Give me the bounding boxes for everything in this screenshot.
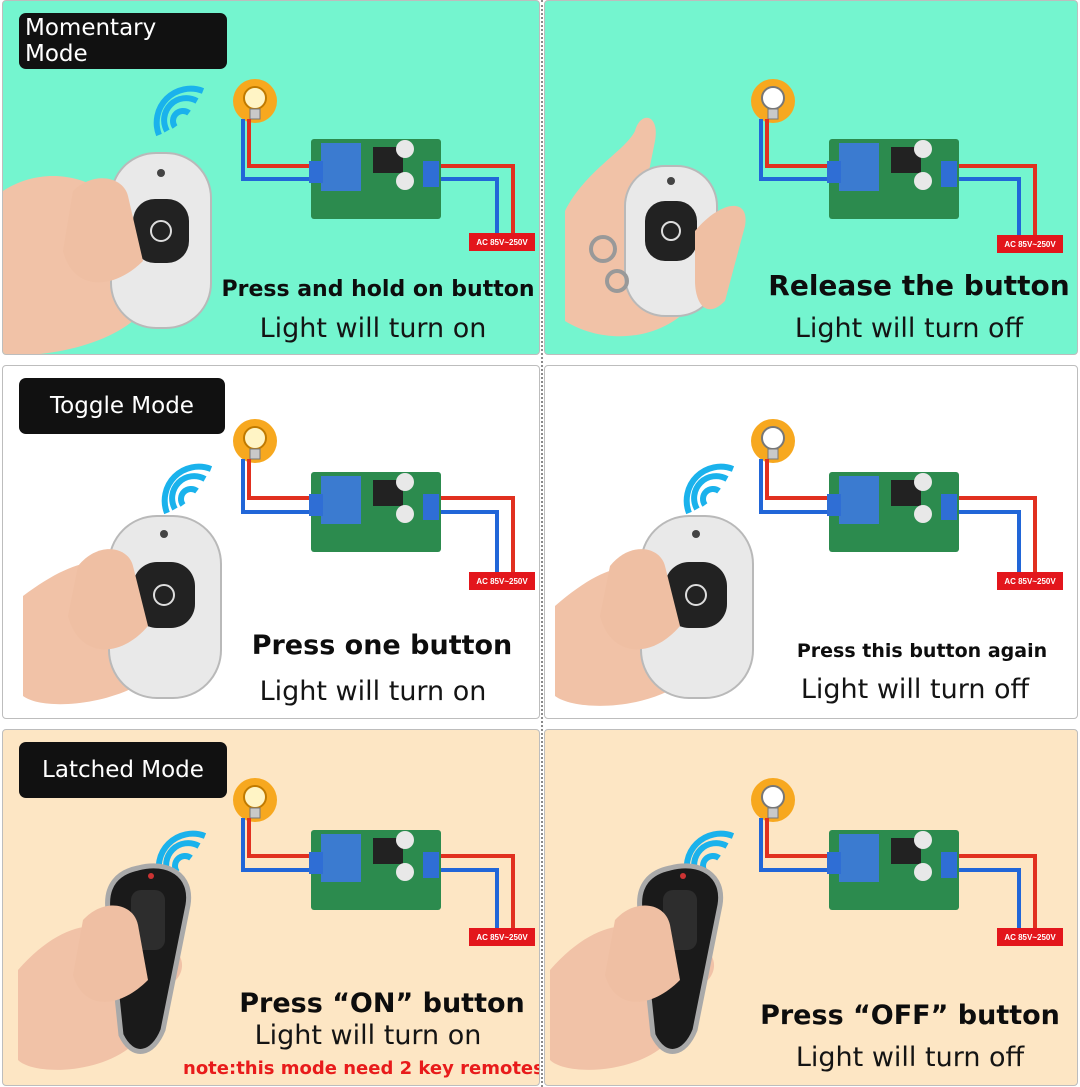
- ac-label: AC 85V~250V: [1004, 577, 1056, 586]
- instruction-subtitle: Light will turn on: [259, 313, 487, 344]
- remote-control-icon: [589, 165, 718, 317]
- light-bulb-icon: [233, 419, 277, 463]
- momentary-release-panel: AC 85V~250V Release the button Light wil…: [544, 0, 1078, 355]
- ac-label: AC 85V~250V: [1004, 933, 1056, 942]
- requirement-note: note:this mode need 2 key remotes: [183, 1058, 540, 1079]
- mode-label: Momentary Mode: [19, 13, 227, 69]
- ac-label: AC 85V~250V: [476, 933, 528, 942]
- center-divider: [541, 0, 543, 1087]
- ac-label: AC 85V~250V: [476, 577, 528, 586]
- latched-on-illustration: AC 85V~250V: [18, 778, 535, 1070]
- instruction-title: Press “ON” button: [239, 988, 525, 1019]
- toggle-on-panel: Toggle Mode: [2, 365, 540, 719]
- toggle-on-illustration: AC 85V~250V: [23, 419, 535, 705]
- instruction-subtitle: Light will turn off: [800, 674, 1030, 705]
- instruction-title: Press and hold on button: [221, 277, 535, 302]
- latched-off-panel: AC 85V~250V Press “OFF” button Light wil…: [544, 729, 1078, 1086]
- toggle-off-panel: AC 85V~250V Press this button again Ligh…: [544, 365, 1078, 719]
- mode-label: Toggle Mode: [19, 378, 225, 434]
- relay-board-icon: [309, 830, 441, 910]
- relay-board-icon: [827, 830, 959, 910]
- ac-power-label: AC 85V~250V: [469, 233, 535, 251]
- ac-power-label: AC 85V~250V: [997, 235, 1063, 253]
- ac-label: AC 85V~250V: [1004, 240, 1056, 249]
- light-bulb-icon: [751, 778, 795, 822]
- wifi-signal-icon: [161, 463, 213, 515]
- momentary-press-illustration: AC 85V~250V: [3, 79, 535, 354]
- ac-power-label: AC 85V~250V: [469, 928, 535, 946]
- instruction-title: Press one button: [251, 630, 513, 661]
- wifi-signal-icon: [153, 85, 205, 137]
- light-bulb-icon: [233, 79, 277, 123]
- instruction-subtitle: Light will turn on: [254, 1020, 482, 1051]
- remote-control-icon: [108, 515, 222, 699]
- momentary-press-panel: Momentary Mode: [2, 0, 540, 355]
- instruction-title: Press “OFF” button: [760, 1000, 1060, 1031]
- remote-control-icon: [110, 152, 212, 329]
- ac-power-label: AC 85V~250V: [997, 928, 1063, 946]
- light-bulb-icon: [233, 778, 277, 822]
- light-bulb-icon: [751, 79, 795, 123]
- wifi-signal-icon: [683, 463, 735, 515]
- mode-label: Latched Mode: [19, 742, 227, 798]
- instruction-subtitle: Light will turn off: [795, 1042, 1025, 1073]
- latched-off-illustration: AC 85V~250V: [550, 778, 1063, 1070]
- toggle-off-illustration: AC 85V~250V: [555, 419, 1063, 706]
- ac-label: AC 85V~250V: [476, 238, 528, 247]
- instruction-subtitle: Light will turn on: [259, 676, 487, 707]
- instruction-subtitle: Light will turn off: [794, 313, 1024, 344]
- relay-board-icon: [827, 139, 959, 219]
- momentary-release-illustration: AC 85V~250V: [565, 79, 1063, 337]
- relay-board-icon: [309, 139, 441, 219]
- latched-row: Latched Mode: [0, 729, 1080, 1086]
- ac-power-label: AC 85V~250V: [469, 572, 535, 590]
- relay-board-icon: [827, 472, 959, 552]
- instruction-title: Release the button: [768, 269, 1070, 302]
- instruction-title: Press this button again: [796, 640, 1048, 662]
- latched-on-panel: Latched Mode: [2, 729, 540, 1086]
- toggle-row: Toggle Mode: [0, 365, 1080, 719]
- light-bulb-icon: [751, 419, 795, 463]
- ac-power-label: AC 85V~250V: [997, 572, 1063, 590]
- relay-board-icon: [309, 472, 441, 552]
- momentary-row: Momentary Mode: [0, 0, 1080, 355]
